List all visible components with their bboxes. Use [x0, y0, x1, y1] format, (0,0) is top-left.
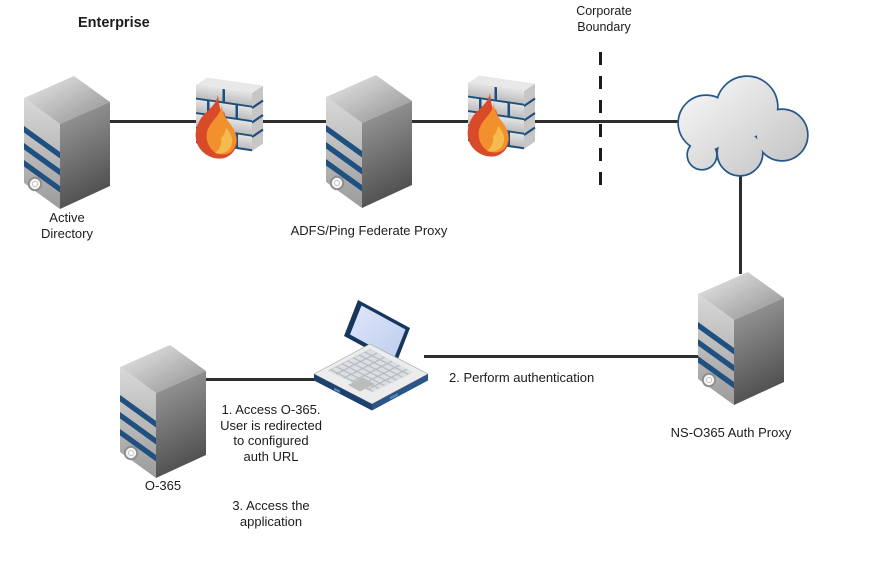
server-icon	[696, 270, 786, 407]
connector-inner-firewall-to-adfs	[261, 120, 328, 123]
firewall-icon	[462, 71, 540, 163]
enterprise-label: Enterprise	[78, 15, 150, 31]
connector-ad-to-inner-firewall	[110, 120, 198, 123]
adfs-proxy-label: ADFS/Ping Federate Proxy	[290, 223, 448, 238]
step1-annotation: 1. Access O-365. User is redirected to c…	[220, 402, 322, 464]
server-icon	[324, 73, 414, 210]
server-icon	[22, 74, 112, 211]
connector-o365-to-laptop	[205, 378, 317, 381]
connector-adfs-to-outer-firewall	[410, 120, 470, 123]
o365-label: O-365	[144, 478, 182, 493]
active-directory-label: Active Directory	[40, 210, 93, 241]
ns-o365-proxy-label: NS-O365 Auth Proxy	[670, 425, 792, 440]
cloud-icon	[669, 73, 817, 183]
server-icon	[118, 343, 208, 480]
laptop-icon	[312, 298, 432, 412]
corporate-boundary-line	[599, 52, 602, 186]
step2-annotation: 2. Perform authentication	[449, 370, 595, 385]
firewall-icon	[190, 73, 268, 165]
connector-cloud-to-ns-proxy	[739, 176, 742, 274]
connector-laptop-to-ns-proxy	[424, 355, 700, 358]
corporate-boundary-label: Corporate Boundary	[576, 4, 632, 34]
step3-annotation: 3. Access the application	[232, 498, 310, 529]
connector-outer-firewall-to-cloud	[533, 120, 681, 123]
